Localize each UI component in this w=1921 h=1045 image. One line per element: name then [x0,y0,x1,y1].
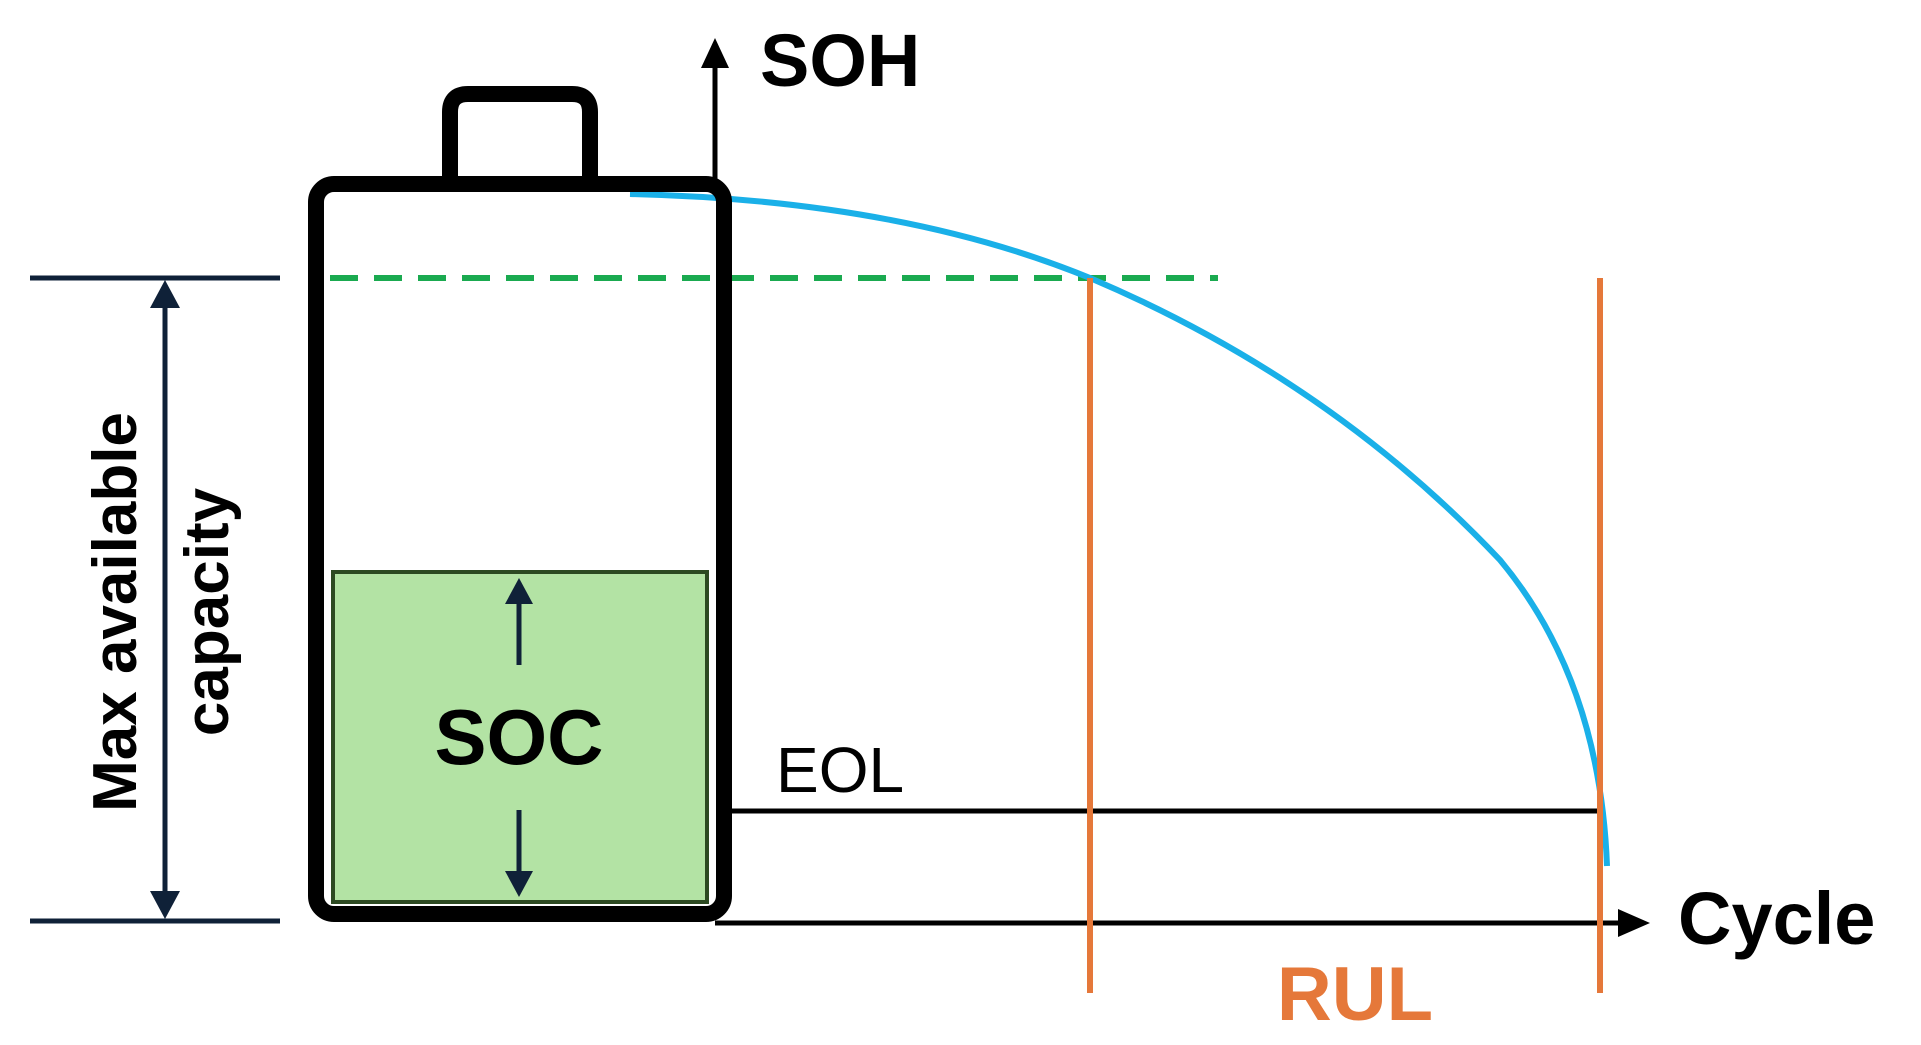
soc-arrow-down-icon [505,871,533,897]
capacity-label-line1: Max available [81,412,150,812]
cycle-axis-label: Cycle [1678,877,1875,960]
cycle-axis-arrow-icon [1618,909,1650,937]
capacity-arrow-down-icon [150,891,180,919]
capacity-arrow-up-icon [150,280,180,308]
soh-axis-label: SOH [760,19,920,102]
soh-degradation-curve [629,191,1610,867]
soc-arrow-up-icon [505,578,533,604]
soc-label: SOC [434,693,603,781]
battery-terminal [442,86,598,180]
eol-label: EOL [776,734,904,806]
rul-label: RUL [1277,952,1433,1037]
capacity-label-line2: capacity [173,487,242,736]
soh-axis-arrow-icon [701,38,729,68]
battery-body [308,176,732,922]
